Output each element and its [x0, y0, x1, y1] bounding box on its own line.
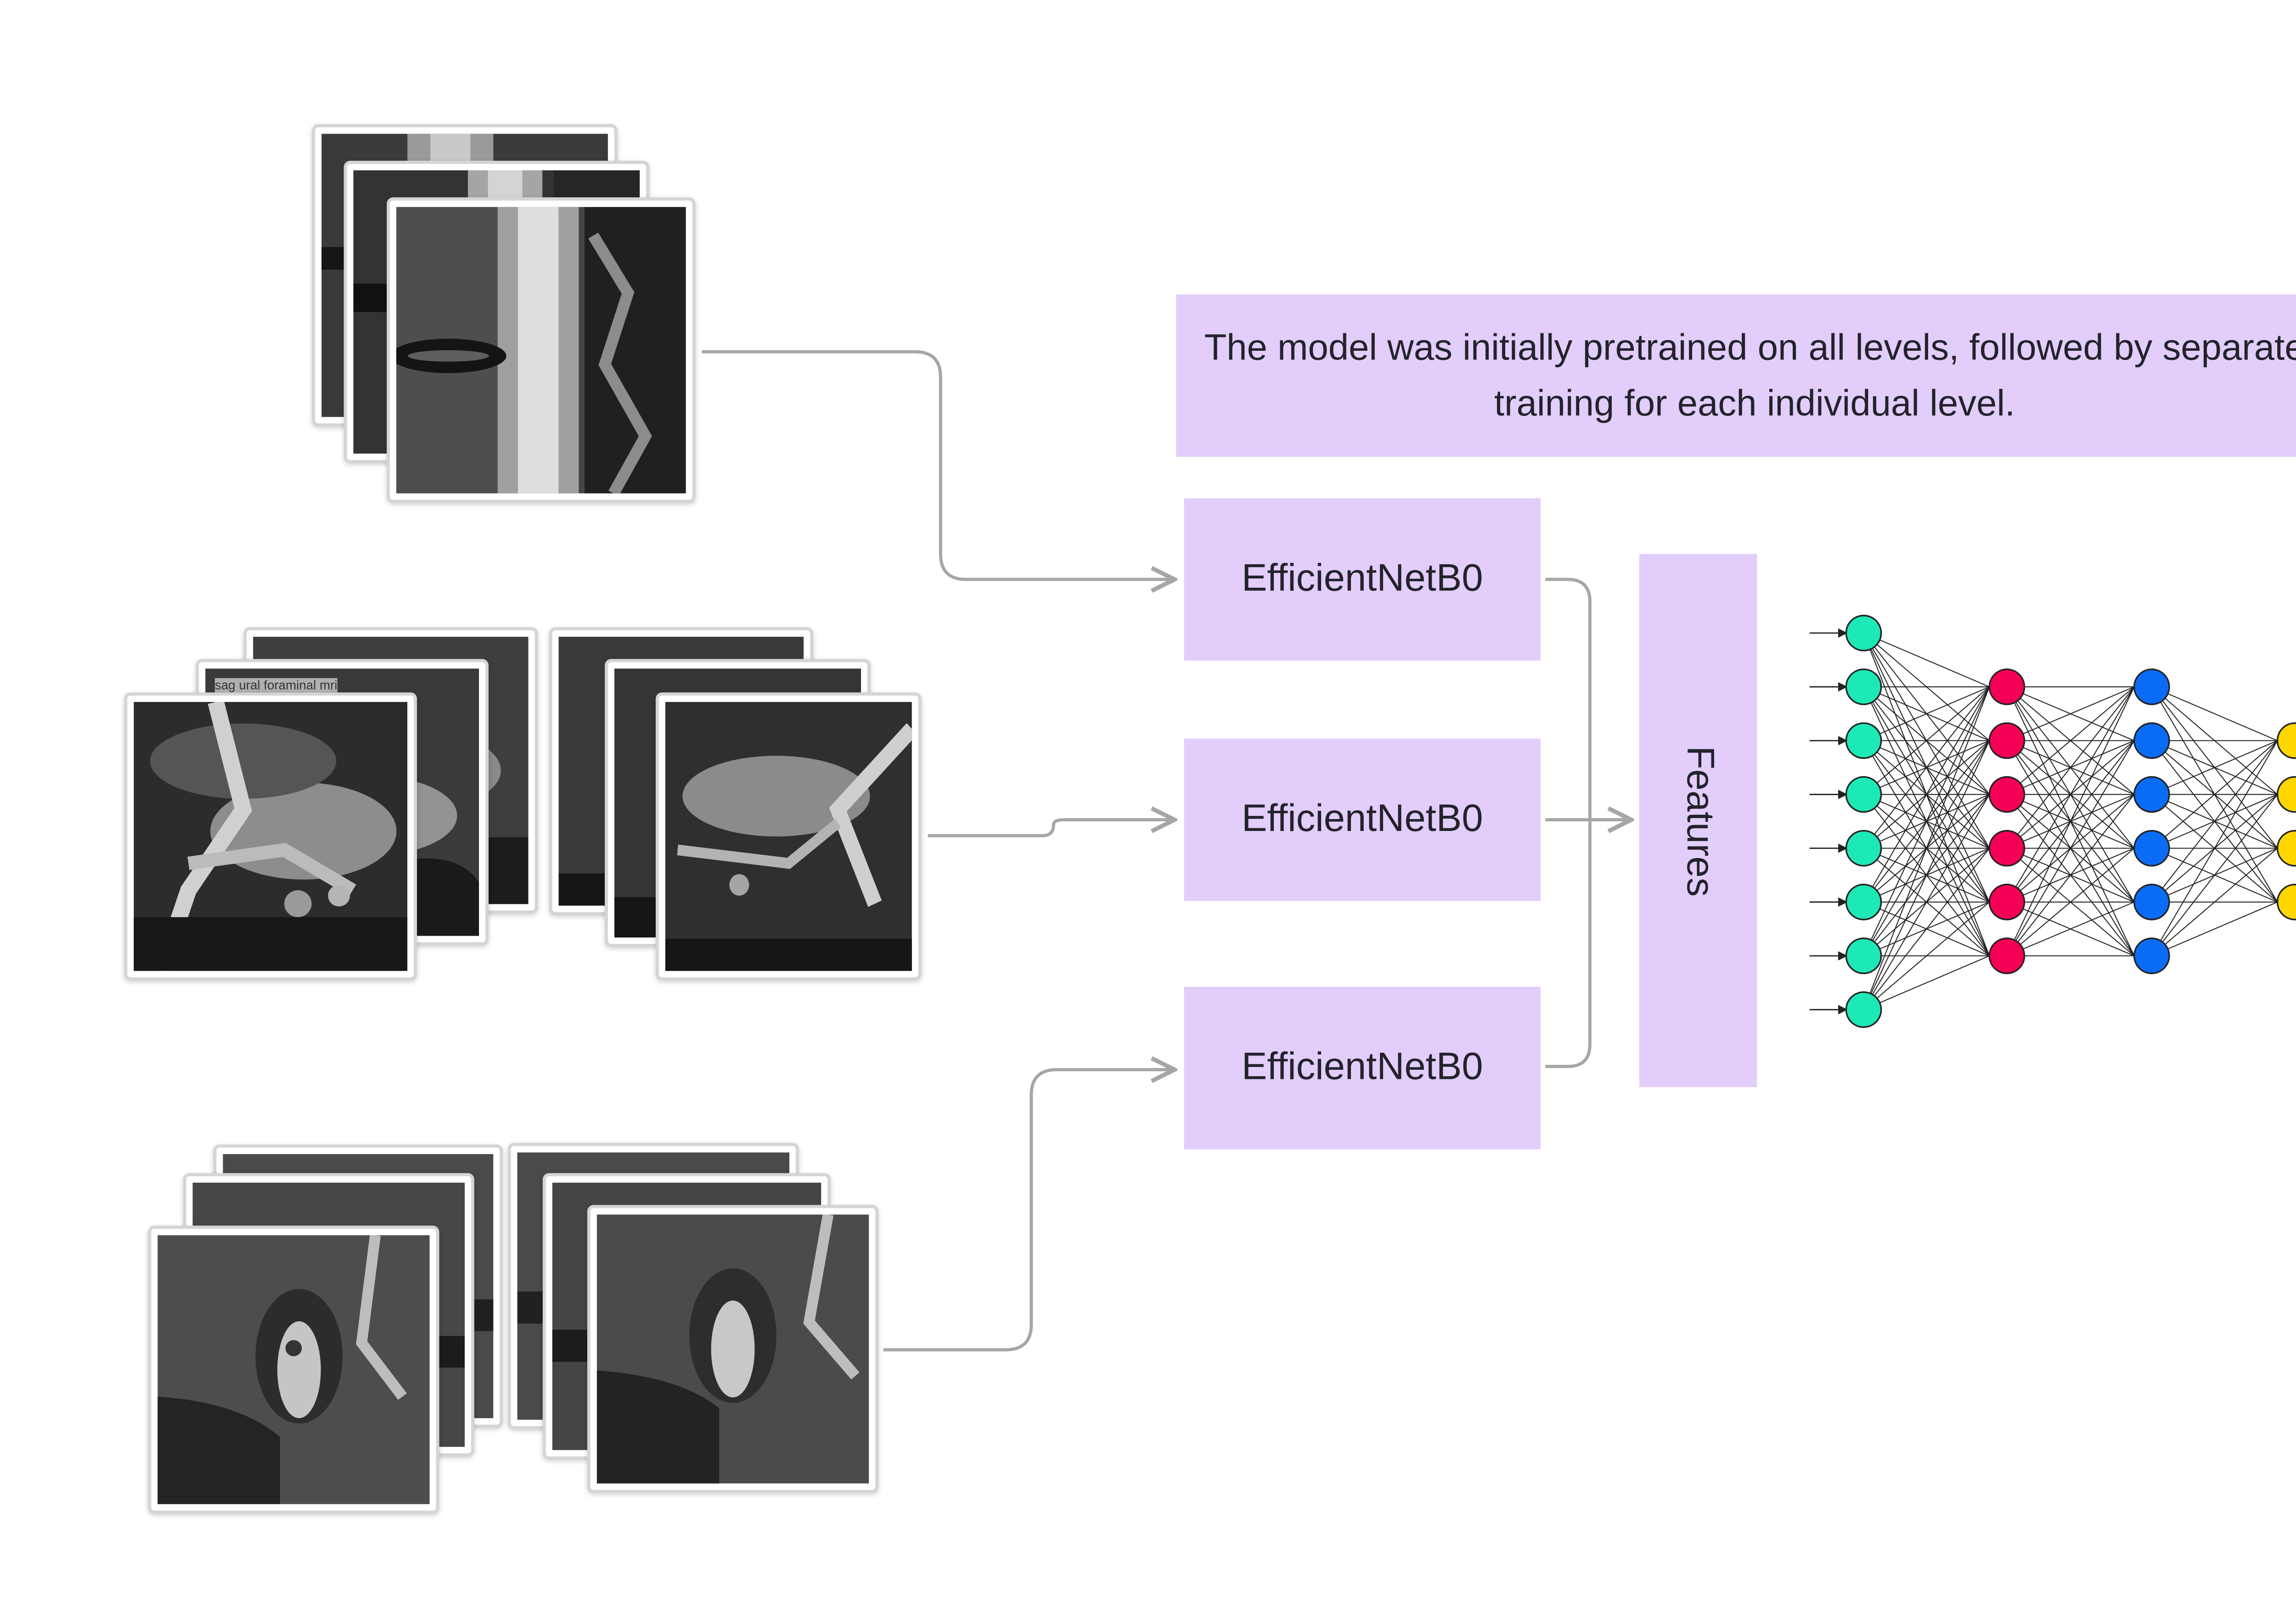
- network-node: [2133, 883, 2170, 920]
- network-edge: [1863, 686, 1990, 956]
- network-edge: [2006, 740, 2135, 956]
- network-edge: [1863, 686, 1990, 741]
- encoder-box-bottom: EfficientNetB0: [1184, 987, 1541, 1150]
- network-edge: [1863, 794, 1990, 1010]
- network-node: [2276, 883, 2296, 920]
- network-node: [1988, 776, 2026, 813]
- network-node: [2276, 722, 2296, 759]
- network-edge: [2151, 847, 2278, 956]
- slice-caption: sag ural foraminal mri: [214, 678, 338, 693]
- network-node: [1845, 830, 1882, 867]
- connector-bottom: [883, 1070, 1175, 1352]
- encoder-box-top: EfficientNetB0: [1184, 498, 1541, 661]
- network-edge: [2006, 847, 2135, 956]
- network-node: [1988, 937, 2026, 974]
- network-node: [2133, 830, 2170, 867]
- network-edge: [1863, 847, 1990, 1010]
- network-node: [1845, 883, 1882, 920]
- network-layer-3: [2133, 668, 2170, 974]
- encoder-merge-top: [1545, 578, 1592, 820]
- input-arrowhead: [1838, 951, 1848, 960]
- network-edge: [2151, 794, 2278, 956]
- network-edge: [2006, 901, 2135, 956]
- network-node: [2276, 830, 2296, 867]
- network-edges: [1863, 632, 2278, 1010]
- encoder-box-middle: EfficientNetB0: [1184, 738, 1541, 901]
- network-node: [2133, 776, 2170, 813]
- network-edge: [1863, 686, 1990, 849]
- axial-slice-front: [124, 692, 417, 981]
- input-arrowhead: [1838, 790, 1848, 799]
- network-node: [2133, 722, 2170, 759]
- network-edge: [1863, 686, 1990, 903]
- training-note: The model was initially pretrained on al…: [1176, 294, 2296, 457]
- network-edge: [1863, 632, 1990, 688]
- connector-middle: [928, 820, 1175, 837]
- network-node: [2133, 937, 2170, 974]
- network-edge: [1863, 740, 1990, 1010]
- network-node: [1845, 776, 1882, 813]
- input-arrowhead: [1838, 897, 1848, 907]
- network-edge: [2006, 686, 2135, 741]
- network-node: [1845, 614, 1882, 651]
- network-node: [1845, 722, 1882, 759]
- network-edge: [2151, 740, 2278, 956]
- input-arrowhead: [1838, 628, 1848, 638]
- axial-t2-slice-b-front: [587, 1205, 879, 1493]
- sagittal-slice-front: [387, 197, 696, 503]
- network-edge: [2151, 740, 2278, 795]
- connector-top: [702, 350, 1174, 579]
- network-io-arrows: [1809, 628, 1848, 1015]
- network-node: [2133, 668, 2170, 705]
- network-edge: [2151, 686, 2278, 741]
- network-node: [1845, 991, 1882, 1028]
- network-edge: [2006, 686, 2135, 903]
- network-layer-4: [2276, 722, 2296, 920]
- network-edge: [2006, 686, 2135, 849]
- axial-t2-slice-a-front: [148, 1225, 439, 1514]
- encoder-merge-bottom: [1545, 819, 1592, 1068]
- network-node: [1988, 668, 2026, 705]
- features-box: Features: [1639, 554, 1757, 1088]
- network-node: [1988, 883, 2026, 920]
- input-arrowhead: [1838, 1005, 1848, 1015]
- network-edge: [1863, 902, 1990, 1010]
- network-edge: [2151, 740, 2278, 849]
- network-node: [1988, 830, 2026, 867]
- network-node: [1845, 937, 1882, 974]
- network-edge: [2151, 901, 2278, 956]
- network-layer-1: [1845, 614, 1882, 1028]
- network-edge: [2006, 794, 2135, 956]
- network-edge: [2006, 686, 2135, 795]
- input-arrowhead: [1838, 843, 1848, 853]
- network-edge: [1863, 955, 1990, 1010]
- network-edge: [1863, 686, 1990, 1010]
- input-arrowhead: [1838, 682, 1848, 691]
- network-node: [1988, 722, 2026, 759]
- network-node: [2276, 776, 2296, 813]
- network-layer-2: [1988, 668, 2026, 974]
- network-edge: [1863, 686, 1990, 795]
- network-edge: [2151, 740, 2278, 903]
- network-node: [1845, 668, 1882, 705]
- input-arrowhead: [1838, 736, 1848, 746]
- network-edge: [2006, 686, 2135, 956]
- axial-slice-b-front: [655, 692, 922, 981]
